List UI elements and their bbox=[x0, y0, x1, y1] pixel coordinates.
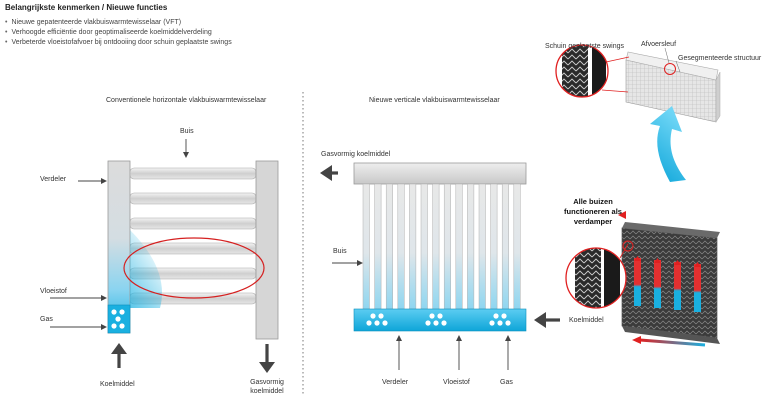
vertical-gas-label: Gas bbox=[500, 379, 513, 386]
segmented-structure-label: Gesegmenteerde structuur bbox=[678, 55, 762, 62]
magnifier-connector bbox=[605, 56, 630, 63]
right-header-column bbox=[255, 160, 279, 340]
vertical-tube bbox=[385, 183, 393, 310]
coil-top-edge bbox=[622, 222, 720, 238]
gas-bubble bbox=[111, 309, 117, 315]
conventional-liquid-label: Vloeistof bbox=[40, 288, 67, 295]
conventional-title: Conventionele horizontale vlakbuiswarmte… bbox=[106, 97, 267, 104]
refrigerant-inlet-head bbox=[534, 312, 546, 328]
drain-groove-label: Afvoersleuf bbox=[641, 41, 677, 48]
conventional-outlet-label: Gasvormig koelmiddel bbox=[244, 378, 290, 396]
magnifier-connector bbox=[601, 89, 629, 93]
conventional-diagram bbox=[50, 139, 279, 373]
gas-outlet-arrow-head bbox=[320, 165, 332, 181]
feature-list: Nieuwe gepatenteerde vlakbuiswarmtewisse… bbox=[5, 18, 232, 48]
gas-pointer-head bbox=[505, 335, 511, 341]
vertical-diagram bbox=[320, 162, 560, 370]
flow-arrow-bottom bbox=[639, 338, 706, 347]
gas-bubble bbox=[119, 309, 125, 315]
refrigerant-fade bbox=[130, 230, 162, 308]
bubble-cluster bbox=[366, 313, 388, 326]
evaporator-tube bbox=[634, 258, 641, 306]
tube-pointer-head bbox=[357, 260, 363, 266]
horizontal-tube bbox=[129, 192, 257, 205]
top-header-bar bbox=[353, 162, 527, 185]
vertical-refrigerant-label: Koelmiddel bbox=[569, 317, 604, 324]
outlet-line-2: koelmiddel bbox=[250, 388, 284, 395]
vertical-title: Nieuwe verticale vlakbuiswarmtewisselaar bbox=[369, 97, 500, 104]
gas-pointer-head bbox=[101, 324, 107, 330]
magnifier-target bbox=[622, 240, 634, 252]
vertical-tube-label: Buis bbox=[333, 248, 347, 255]
swing-magnifier bbox=[555, 44, 609, 98]
vertical-tube bbox=[513, 183, 521, 310]
evaporator-line-3: verdamper bbox=[573, 217, 613, 226]
conventional-distributor-label: Verdeler bbox=[40, 176, 67, 183]
flow-arrow-bottom-head bbox=[632, 336, 641, 344]
conventional-gas-label: Gas bbox=[40, 316, 53, 323]
conventional-tube-label: Buis bbox=[180, 128, 194, 135]
feature-item: Verbeterde vloeistofafvoer bij ontdooiin… bbox=[5, 38, 231, 48]
vertical-tube bbox=[478, 183, 486, 310]
vertical-tube bbox=[420, 183, 428, 310]
coil-magnifier bbox=[565, 247, 627, 309]
distributor-pointer-head bbox=[101, 178, 107, 184]
liquid-pointer-head bbox=[456, 335, 462, 341]
distributor-pointer-head bbox=[396, 335, 402, 341]
feature-item: Nieuwe gepatenteerde vlakbuiswarmtewisse… bbox=[5, 18, 232, 28]
swing-magnifier-fill bbox=[556, 45, 608, 97]
liquid-pointer-head bbox=[101, 295, 107, 301]
vertical-tube bbox=[455, 183, 463, 310]
vertical-gas-refrigerant-label: Gasvormig koelmiddel bbox=[321, 151, 391, 158]
tube-pointer-head bbox=[183, 152, 189, 158]
outlet-line-1: Gasvormig bbox=[250, 379, 284, 386]
coil-detail-bottom bbox=[565, 211, 720, 347]
segment-leader bbox=[675, 60, 681, 73]
vertical-tube bbox=[443, 183, 451, 310]
evaporator-callout: Alle buizen functioneren als verdamper bbox=[550, 197, 636, 227]
evaporator-line-1: Alle buizen bbox=[573, 197, 613, 206]
evaporator-tube bbox=[654, 260, 661, 308]
feature-item: Verhoogde efficiëntie door geoptimalisee… bbox=[5, 28, 232, 38]
coil-magnifier-fill bbox=[566, 248, 626, 308]
vertical-tube bbox=[467, 183, 475, 310]
drain-groove-leader bbox=[664, 47, 670, 64]
vertical-liquid-label: Vloeistof bbox=[443, 379, 470, 386]
coil-top-face bbox=[625, 51, 719, 81]
coil-bottom-edge bbox=[622, 326, 720, 344]
inlet-arrow-head bbox=[111, 343, 127, 354]
slanted-swings-label: Schuin geplaatste swings bbox=[545, 43, 624, 50]
vertical-tube bbox=[397, 183, 405, 310]
gas-bubble bbox=[111, 323, 117, 329]
rotation-arrow bbox=[650, 106, 686, 182]
horizontal-tube bbox=[129, 167, 257, 180]
horizontal-tube bbox=[129, 217, 257, 230]
evaporator-line-2: functioneren als bbox=[564, 207, 622, 216]
vertical-tube bbox=[490, 183, 498, 310]
outlet-arrow-head bbox=[259, 362, 275, 373]
vertical-tube bbox=[409, 183, 417, 310]
gas-bubble bbox=[115, 316, 121, 322]
evaporator-tube bbox=[674, 262, 681, 310]
bubble-cluster bbox=[489, 313, 511, 326]
vertical-distributor-label: Verdeler bbox=[382, 379, 409, 386]
bottom-distributor-bar bbox=[353, 308, 527, 332]
magnifier-connector bbox=[619, 243, 629, 259]
page-title: Belangrijkste kenmerken / Nieuwe functie… bbox=[5, 3, 168, 12]
vertical-tube bbox=[432, 183, 440, 310]
evaporator-tube bbox=[694, 264, 701, 312]
vertical-tube bbox=[362, 183, 370, 310]
vertical-tubes bbox=[362, 183, 521, 310]
conventional-inlet-label: Koelmiddel bbox=[100, 381, 135, 388]
vertical-tube bbox=[501, 183, 509, 310]
vertical-tube bbox=[374, 183, 382, 310]
gas-bubble bbox=[119, 323, 125, 329]
drain-groove-marker bbox=[664, 63, 676, 75]
coil-detail-top bbox=[555, 44, 721, 182]
problem-area-ellipse bbox=[123, 237, 265, 299]
coil-side-face bbox=[715, 71, 721, 123]
bubble-cluster bbox=[425, 313, 447, 326]
flow-arrow-top-head bbox=[618, 211, 626, 219]
